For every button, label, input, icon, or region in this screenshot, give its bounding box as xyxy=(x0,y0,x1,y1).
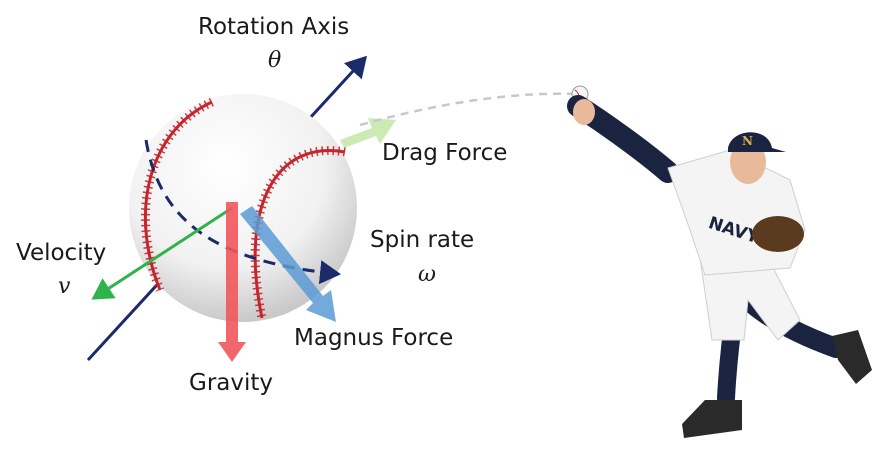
magnus-force-label: Magnus Force xyxy=(294,325,454,351)
drag-force-arrow xyxy=(340,118,396,148)
gravity-label: Gravity xyxy=(189,370,274,396)
pitch-trajectory xyxy=(359,92,579,127)
spin-rate-arrow xyxy=(144,139,341,285)
gravity-arrow xyxy=(218,202,246,362)
drag-force-label: Drag Force xyxy=(382,140,508,166)
magnus-force-arrow xyxy=(240,206,336,322)
spin-rate-symbol: ω xyxy=(418,262,436,287)
velocity-arrow xyxy=(91,206,233,300)
velocity-label: Velocity xyxy=(16,240,107,266)
pitcher-illustration: NAVY N xyxy=(567,85,872,438)
rotation-axis-label: Rotation Axis xyxy=(198,14,350,40)
spin-rate-label: Spin rate xyxy=(370,227,475,253)
rotation-axis-symbol: θ xyxy=(268,48,282,73)
velocity-symbol: v xyxy=(58,274,71,299)
baseball-icon xyxy=(129,94,357,322)
cap-letter: N xyxy=(742,134,753,148)
